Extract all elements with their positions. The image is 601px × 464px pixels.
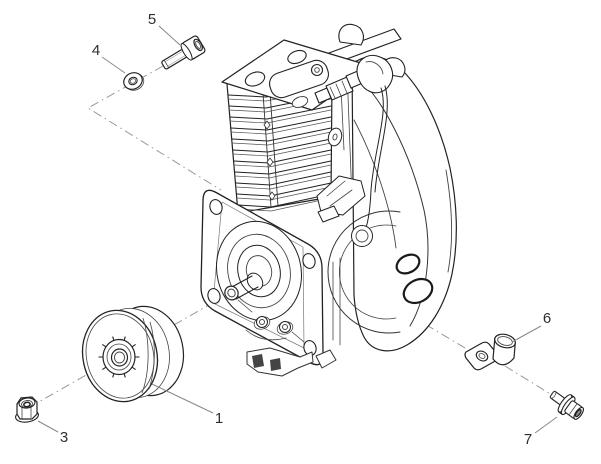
leader-to-screw7 [535,417,557,433]
shroud-grommet [326,127,343,148]
callout-5: 5 [147,11,157,28]
flange-hole [301,252,316,270]
flat-washer [121,70,146,94]
clutch-drum [74,299,191,408]
callout-4: 4 [91,42,101,59]
flange-hole [208,198,223,216]
spark-plug [315,55,393,246]
flange-locknut [15,397,39,424]
leader-to-washer4 [102,57,125,73]
clutch-drum-hub [99,337,140,378]
axis-line-bolt-washer [88,66,221,190]
under-flange-bracket [247,348,336,376]
callout-1: 1 [214,410,224,427]
crankshaft-stub [222,270,266,302]
callout-3: 3 [59,429,69,446]
flange-screw [546,385,588,423]
callout-7: 7 [523,431,533,448]
clutch-carrier-screws [238,300,304,342]
leader-to-screw5 [159,26,180,45]
carburetor-bracket [317,176,365,222]
crankcase-flange [201,190,323,364]
engine-assembly [201,24,456,376]
leader-to-clamp6 [512,326,541,342]
socket-head-screw [159,35,207,74]
leader-to-nut3 [38,421,58,432]
callout-6: 6 [542,310,552,327]
spark-plug-wire [363,88,383,235]
spark-plug-boot [357,55,393,92]
leader-to-drum1 [152,384,213,413]
leader-lines [38,26,557,433]
cable-clamp [465,332,517,370]
primer-caps [333,251,436,345]
flange-hole [206,287,221,305]
fan-housing [328,57,456,351]
